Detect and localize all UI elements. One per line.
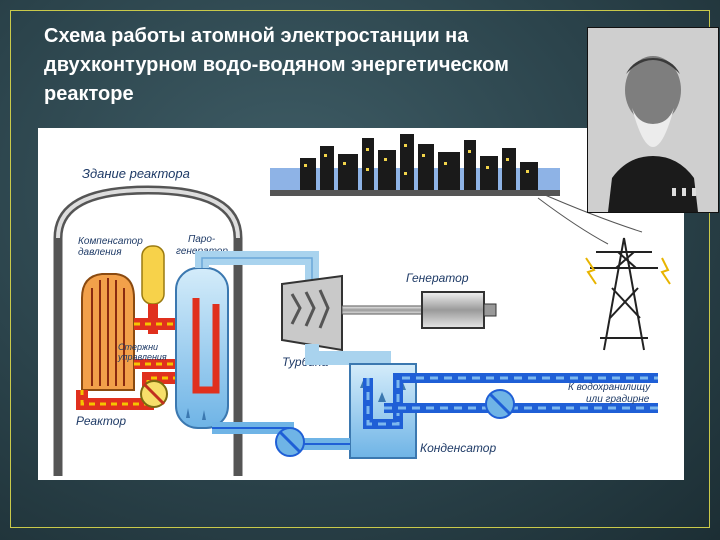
steam-generator: [175, 267, 229, 429]
label-pressurizer-1: Компенсатор: [78, 236, 143, 247]
lightning-icon: [585, 257, 597, 285]
label-reactor: Реактор: [76, 414, 126, 428]
label-pressurizer-2: давления: [78, 247, 122, 258]
npp-diagram: Здание реактора Компенсатор давления Реа…: [38, 128, 684, 480]
city-skyline: [270, 134, 560, 196]
label-cooling-2: или градирне: [586, 394, 650, 405]
slide-frame: [10, 10, 710, 528]
portrait-photo: [587, 27, 719, 213]
portrait-icon: [588, 28, 718, 212]
power-lines: [537, 191, 643, 245]
label-cooling-1: К водохранилищу: [568, 382, 651, 393]
transmission-tower: [590, 237, 658, 351]
fuel-rods: [91, 278, 125, 386]
pressurizer: [141, 245, 165, 305]
cooling-loop: [363, 373, 658, 429]
npp-diagram-svg: Здание реактора Компенсатор давления Реа…: [53, 134, 671, 476]
label-reactor-building: Здание реактора: [82, 166, 190, 181]
turbine-shaft: [341, 305, 423, 315]
label-generator: Генератор: [406, 271, 469, 285]
label-condenser: Конденсатор: [420, 441, 496, 455]
slide-title: Схема работы атомной электростанции на д…: [44, 25, 509, 105]
generator: [421, 291, 485, 329]
label-control-rods-1: Стержни: [118, 342, 158, 352]
label-control-rods-2: управления: [117, 352, 167, 362]
label-steam-generator-1: Паро-: [188, 234, 216, 245]
lightning-icon: [660, 257, 671, 285]
